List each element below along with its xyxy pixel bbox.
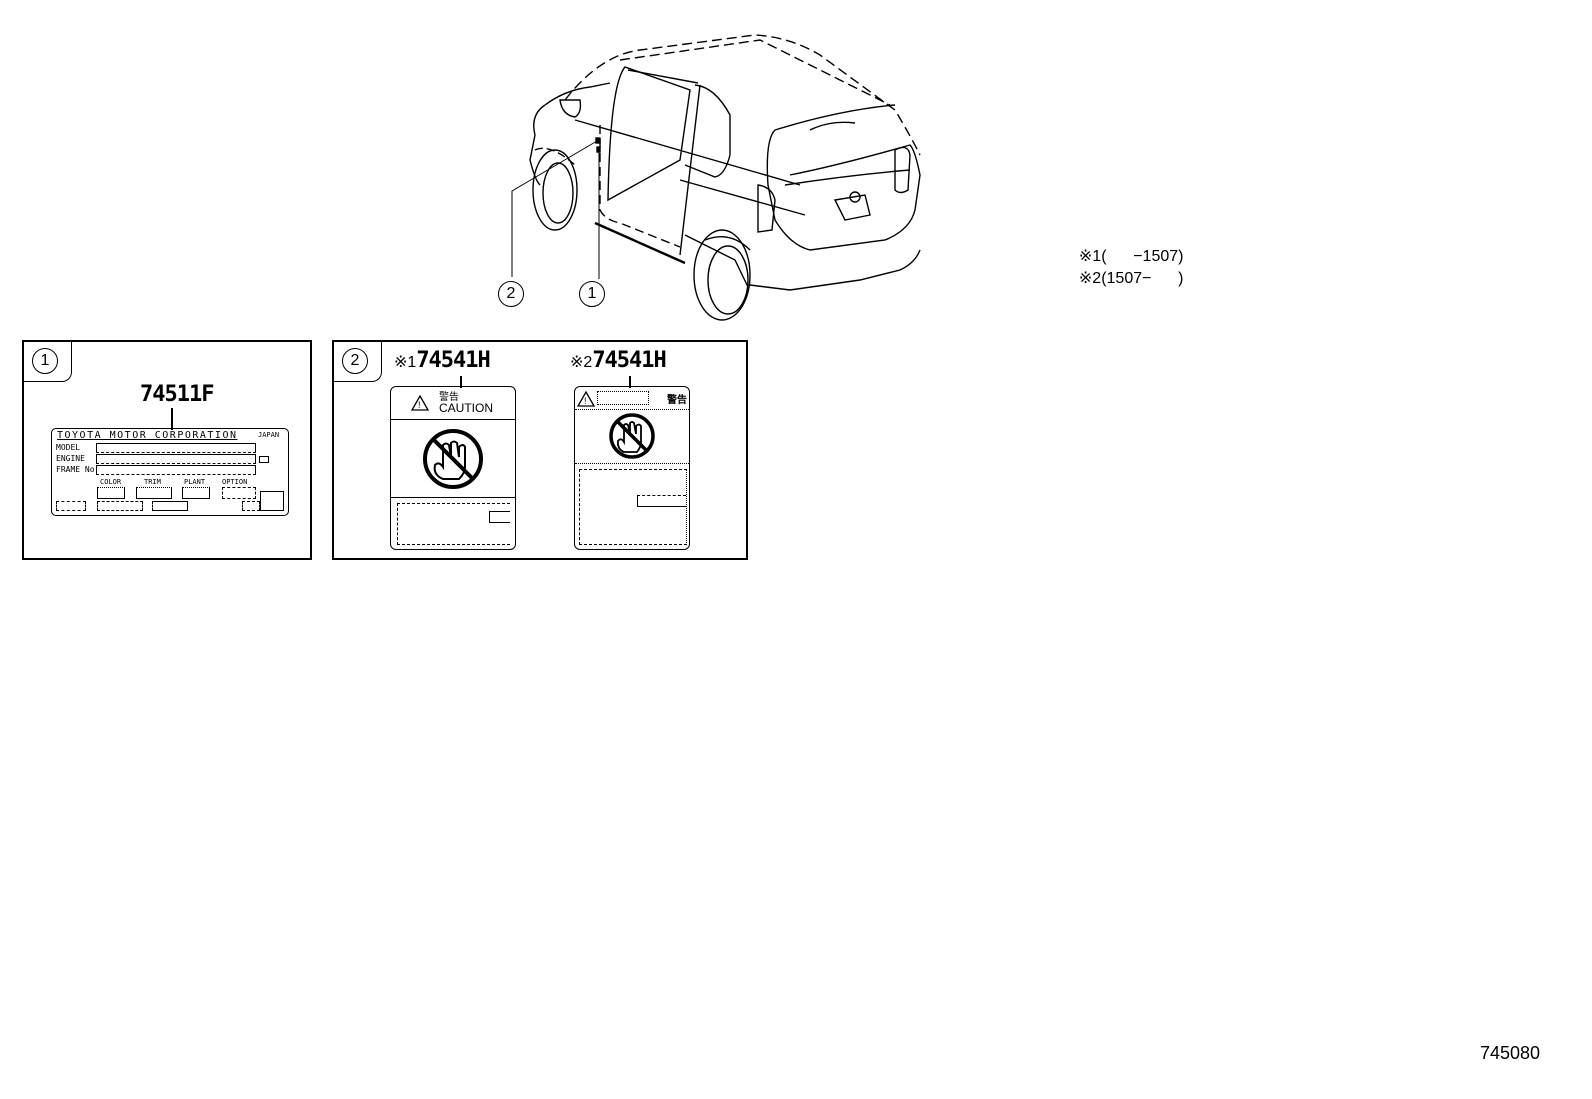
plate-row-frame: FRAME No	[56, 465, 95, 474]
no-touch-hand-icon	[423, 429, 483, 489]
car-rear-three-quarter-icon	[511, 34, 921, 321]
plate-row-engine: ENGINE	[56, 454, 85, 463]
part-number[interactable]: 74511F	[140, 382, 214, 407]
panel-index: 2	[342, 348, 368, 374]
plate-country: JAPAN	[258, 431, 280, 439]
caution-label-1: ! 警告 CAUTION	[390, 386, 516, 550]
note-mark: ※1	[1078, 248, 1102, 265]
variant-note-1: ※1( −1507)	[1070, 228, 1184, 266]
callout-2: 2	[498, 281, 524, 307]
variant-mark: ※2	[570, 354, 593, 371]
plate-field-plant: PLANT	[184, 478, 206, 486]
vehicle-illustration: 2 1	[490, 25, 940, 330]
vin-plate-illustration: TOYOTA MOTOR CORPORATION JAPAN MODEL ENG…	[51, 428, 289, 516]
part-number[interactable]: 74541H	[416, 348, 490, 373]
plate-field-color: COLOR	[100, 478, 122, 486]
label-kanji: 警告	[439, 392, 459, 403]
panel-tab	[22, 340, 72, 382]
diagram-id: 745080	[1480, 1043, 1541, 1063]
plate-field-trim: TRIM	[144, 478, 161, 486]
leader-line	[171, 408, 173, 430]
leader-line	[460, 376, 462, 388]
svg-text:!: !	[584, 396, 587, 406]
panel-tab	[332, 340, 382, 382]
plate-header: TOYOTA MOTOR CORPORATION	[57, 430, 238, 441]
note-text: (1507− )	[1101, 270, 1184, 287]
plate-field-option: OPTION	[222, 478, 248, 486]
note-mark: ※2	[1078, 270, 1102, 287]
panel-index: 1	[32, 348, 58, 374]
label-variant-1-heading: ※174541H	[394, 348, 491, 373]
note-text: ( −1507)	[1101, 248, 1184, 265]
label-variant-2-heading: ※274541H	[570, 348, 667, 373]
no-touch-hand-icon	[609, 413, 655, 459]
plate-row-model: MODEL	[56, 443, 81, 452]
part-number[interactable]: 74541H	[592, 348, 666, 373]
panel-vin-plate: 1 74511F TOYOTA MOTOR CORPORATION JAPAN …	[22, 340, 312, 560]
variant-mark: ※1	[394, 354, 417, 371]
label-location-2-marker	[595, 137, 601, 144]
variant-note-2: ※2(1507− )	[1070, 250, 1184, 288]
warning-triangle-icon: !	[410, 394, 430, 411]
label-caption: CAUTION	[439, 401, 493, 415]
warning-triangle-icon: !	[576, 390, 596, 407]
callout-1: 1	[579, 281, 605, 307]
svg-text:!: !	[418, 400, 421, 410]
panel-caution-labels: 2 ※174541H ! 警告 CAUTION ※274541H ! 警告	[332, 340, 748, 560]
label-kanji: 警告	[667, 395, 687, 406]
caution-label-2: ! 警告	[574, 386, 690, 550]
leader-line	[629, 376, 631, 388]
